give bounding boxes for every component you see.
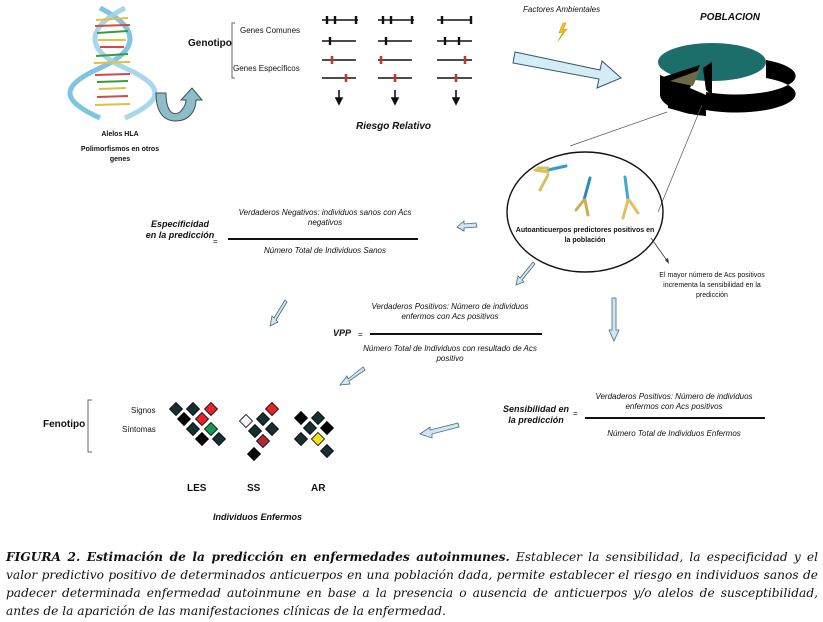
diseased-individuals-label: Individuos Enfermos <box>213 512 303 522</box>
note-pointer-line <box>650 237 669 263</box>
diamond-ss <box>247 423 263 439</box>
autoantibody-label: Autoanticuerpos predictores positivos en… <box>515 227 655 244</box>
curved-arrow-icon <box>155 87 204 122</box>
diamond-ar <box>319 443 335 459</box>
common-genes-label: Genes Comunes <box>240 26 301 35</box>
gene-lines <box>322 16 473 106</box>
diamond-les <box>194 411 210 427</box>
lightning-icon <box>557 22 568 42</box>
diamond-ar <box>293 410 309 426</box>
diamond-ar <box>310 431 326 447</box>
specificity-denominator: Número Total de Individuos Sanos <box>264 246 386 255</box>
diamond-ss <box>264 421 280 437</box>
phenotype-item-signs: Signos <box>131 406 156 415</box>
diamond-les <box>185 421 201 437</box>
diamond-ss <box>255 411 271 427</box>
phenotype-bracket <box>87 399 92 453</box>
antibody-icons <box>533 164 640 220</box>
flow-arrow-icons <box>269 220 620 439</box>
ppv-denominator: Número Total de Individuos con resultado… <box>363 344 537 363</box>
diamond-les <box>203 401 219 417</box>
ppv-numerator: Verdaderos Positivos: Número de individu… <box>371 302 529 321</box>
caption-label: FIGURA 2. Estimación de la predicción en… <box>6 550 510 564</box>
diamond-ss <box>264 401 280 417</box>
specificity-numerator: Verdaderos Negativos: individuos sanos c… <box>238 208 412 227</box>
diamond-les <box>194 431 210 447</box>
diamond-les <box>203 421 219 437</box>
sensitivity-equals: = <box>573 409 578 418</box>
diamond-les <box>176 411 192 427</box>
diamond-ar <box>293 431 309 447</box>
phenotype-diamonds <box>168 401 335 462</box>
genotype-bracket <box>231 22 235 79</box>
sensitivity-denominator: Número Total de Individuos Enfermos <box>607 429 741 438</box>
diamond-ss <box>238 413 254 429</box>
diamond-ar <box>302 420 318 436</box>
caption-text: Establecer la sensibilidad, la especific… <box>6 550 818 618</box>
dna-label-polymorphisms: Polimorfismos en otros genes <box>80 146 160 163</box>
dna-helix-icon <box>67 5 158 121</box>
sensitivity-numerator: Verdaderos Positivos: Número de individu… <box>595 392 753 411</box>
population-pie-icon <box>658 43 796 116</box>
disease-label-ss: SS <box>247 483 261 494</box>
ppv-name: VPP <box>333 328 352 338</box>
connector-line <box>657 104 703 213</box>
specificity-equals: = <box>213 237 218 246</box>
diamond-ss <box>255 433 271 449</box>
sensitivity-note: El mayor número de Acs positivos increme… <box>659 272 765 299</box>
diamond-les <box>168 401 184 417</box>
connector-line <box>569 111 668 147</box>
figure-caption: FIGURA 2. Estimación de la predicción en… <box>6 548 818 620</box>
diagram-graphics <box>67 5 796 462</box>
disease-label-ar: AR <box>311 483 326 494</box>
genotype-title: Genotipo <box>188 38 232 49</box>
disease-label-les: LES <box>187 483 207 494</box>
sensitivity-name: Sensibilidad en la predicción <box>503 404 570 425</box>
environment-arrow-icon <box>512 51 622 89</box>
ppv-equals: = <box>358 330 363 339</box>
diamond-ss <box>246 446 262 462</box>
phenotype-title: Fenotipo <box>43 419 86 430</box>
diamond-les <box>185 401 201 417</box>
diamond-les <box>211 431 227 447</box>
phenotype-item-symptoms: Síntomas <box>122 425 156 434</box>
specificity-fraction-bar <box>228 238 418 240</box>
specific-genes-label: Genes Específicos <box>233 64 300 73</box>
population-title: POBLACION <box>700 12 760 23</box>
relative-risk-label: Riesgo Relativo <box>356 121 432 132</box>
diamond-ar <box>310 410 326 426</box>
ppv-fraction-bar <box>370 333 542 335</box>
sensitivity-fraction-bar <box>585 417 765 419</box>
environmental-factors-label: Factores Ambientales <box>523 5 601 14</box>
population-ellipse <box>506 151 664 273</box>
dna-label-hla: Alelos HLA <box>101 131 139 138</box>
diamond-ar <box>319 420 335 436</box>
specificity-name: Especificidad en la predicción <box>145 219 215 240</box>
risk-arrow-icons <box>334 90 461 106</box>
